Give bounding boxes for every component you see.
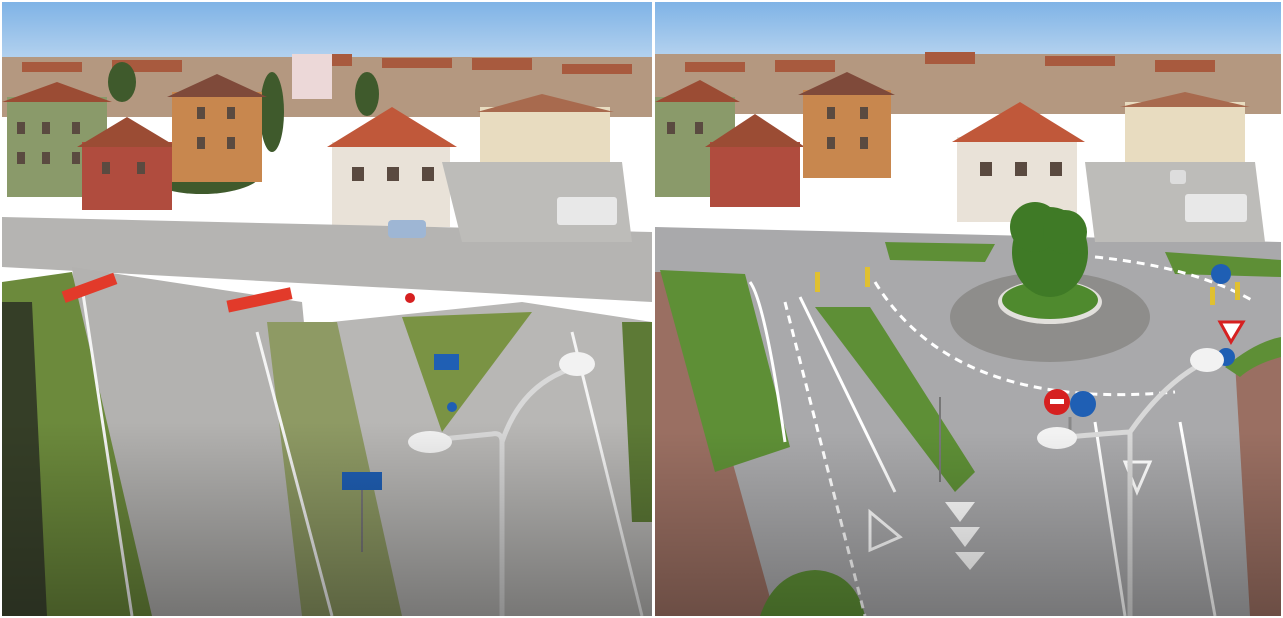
roundabout-grass: [1002, 281, 1098, 319]
foreground-shadow: [2, 422, 652, 616]
top-grass-strip: [885, 242, 995, 262]
left-dark-edge: [2, 302, 47, 616]
parked-car: [1170, 170, 1186, 184]
before-photo-panel: [2, 2, 652, 616]
roundabout-rendering: [655, 2, 1281, 616]
windows: [667, 107, 1062, 176]
houses: [655, 72, 1250, 222]
keep-right-sign: [1070, 391, 1096, 417]
houses: [2, 54, 614, 227]
yield-sign: [1217, 320, 1246, 346]
parked-car: [388, 220, 426, 238]
distant-roofs: [685, 52, 1215, 72]
right-island: [402, 312, 532, 432]
roundabout-sign: [1211, 264, 1231, 284]
after-rendering-panel: [655, 2, 1281, 616]
foreground-shadow: [655, 432, 1281, 616]
roundabout-tree: [1010, 202, 1088, 297]
windows: [17, 107, 434, 181]
left-grass-strip: [660, 270, 790, 472]
intersection-photo: [2, 2, 652, 616]
right-grass-corner: [1225, 337, 1281, 377]
parked-van: [1185, 194, 1247, 222]
parked-van: [557, 197, 617, 225]
bollards: [815, 267, 1240, 305]
red-white-barriers: [61, 272, 293, 313]
panel-divider: [652, 0, 655, 618]
